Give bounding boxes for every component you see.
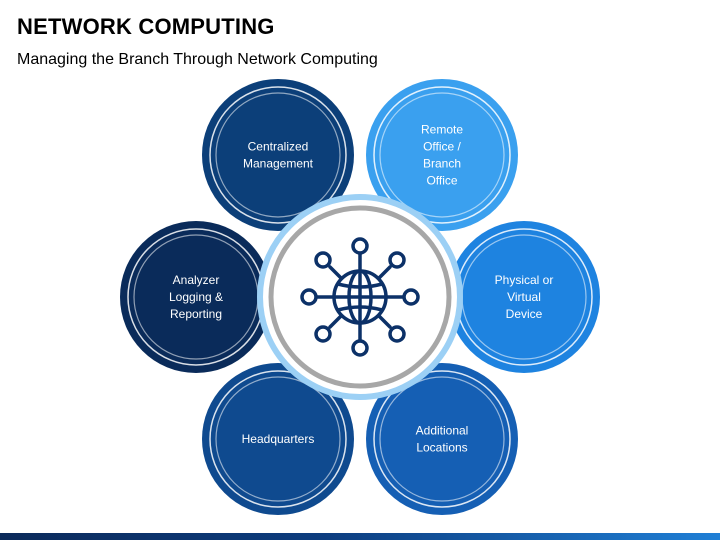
node-label-line: Virtual bbox=[507, 290, 541, 304]
node-headquarters: Headquarters bbox=[202, 363, 354, 516]
node-label-line: Physical or bbox=[495, 273, 554, 287]
node-label-line: Management bbox=[243, 156, 314, 170]
node-thin-ring bbox=[209, 370, 347, 508]
node-label-line: Locations bbox=[416, 441, 467, 455]
node-inner-circle bbox=[379, 376, 505, 502]
node-inner-circle bbox=[379, 92, 505, 218]
node-label-line: Logging & bbox=[169, 290, 223, 304]
node-label-line: Analyzer bbox=[173, 273, 220, 287]
node-label-line: Reporting bbox=[170, 307, 222, 321]
node-label-line: Office / bbox=[423, 139, 461, 153]
node-thin-ring bbox=[373, 370, 511, 508]
node-thin-ring bbox=[209, 86, 347, 224]
node-thin-ring bbox=[373, 86, 511, 224]
page-title: NETWORK COMPUTING bbox=[17, 14, 275, 39]
page-subtitle: Managing the Branch Through Network Comp… bbox=[17, 51, 378, 68]
node-inner-circle bbox=[215, 92, 341, 218]
node-inner-circle bbox=[215, 376, 341, 502]
node-label-line: Additional bbox=[416, 424, 469, 438]
node-label-line: Branch bbox=[423, 156, 461, 170]
bottom-accent-bar bbox=[0, 533, 720, 540]
node-label-line: Centralized bbox=[248, 139, 309, 153]
node-label-line: Headquarters bbox=[242, 432, 315, 446]
network-globe-icon bbox=[300, 237, 420, 357]
node-label-line: Remote bbox=[421, 122, 463, 136]
node-label-line: Office bbox=[426, 173, 457, 187]
node-label-line: Device bbox=[506, 307, 543, 321]
